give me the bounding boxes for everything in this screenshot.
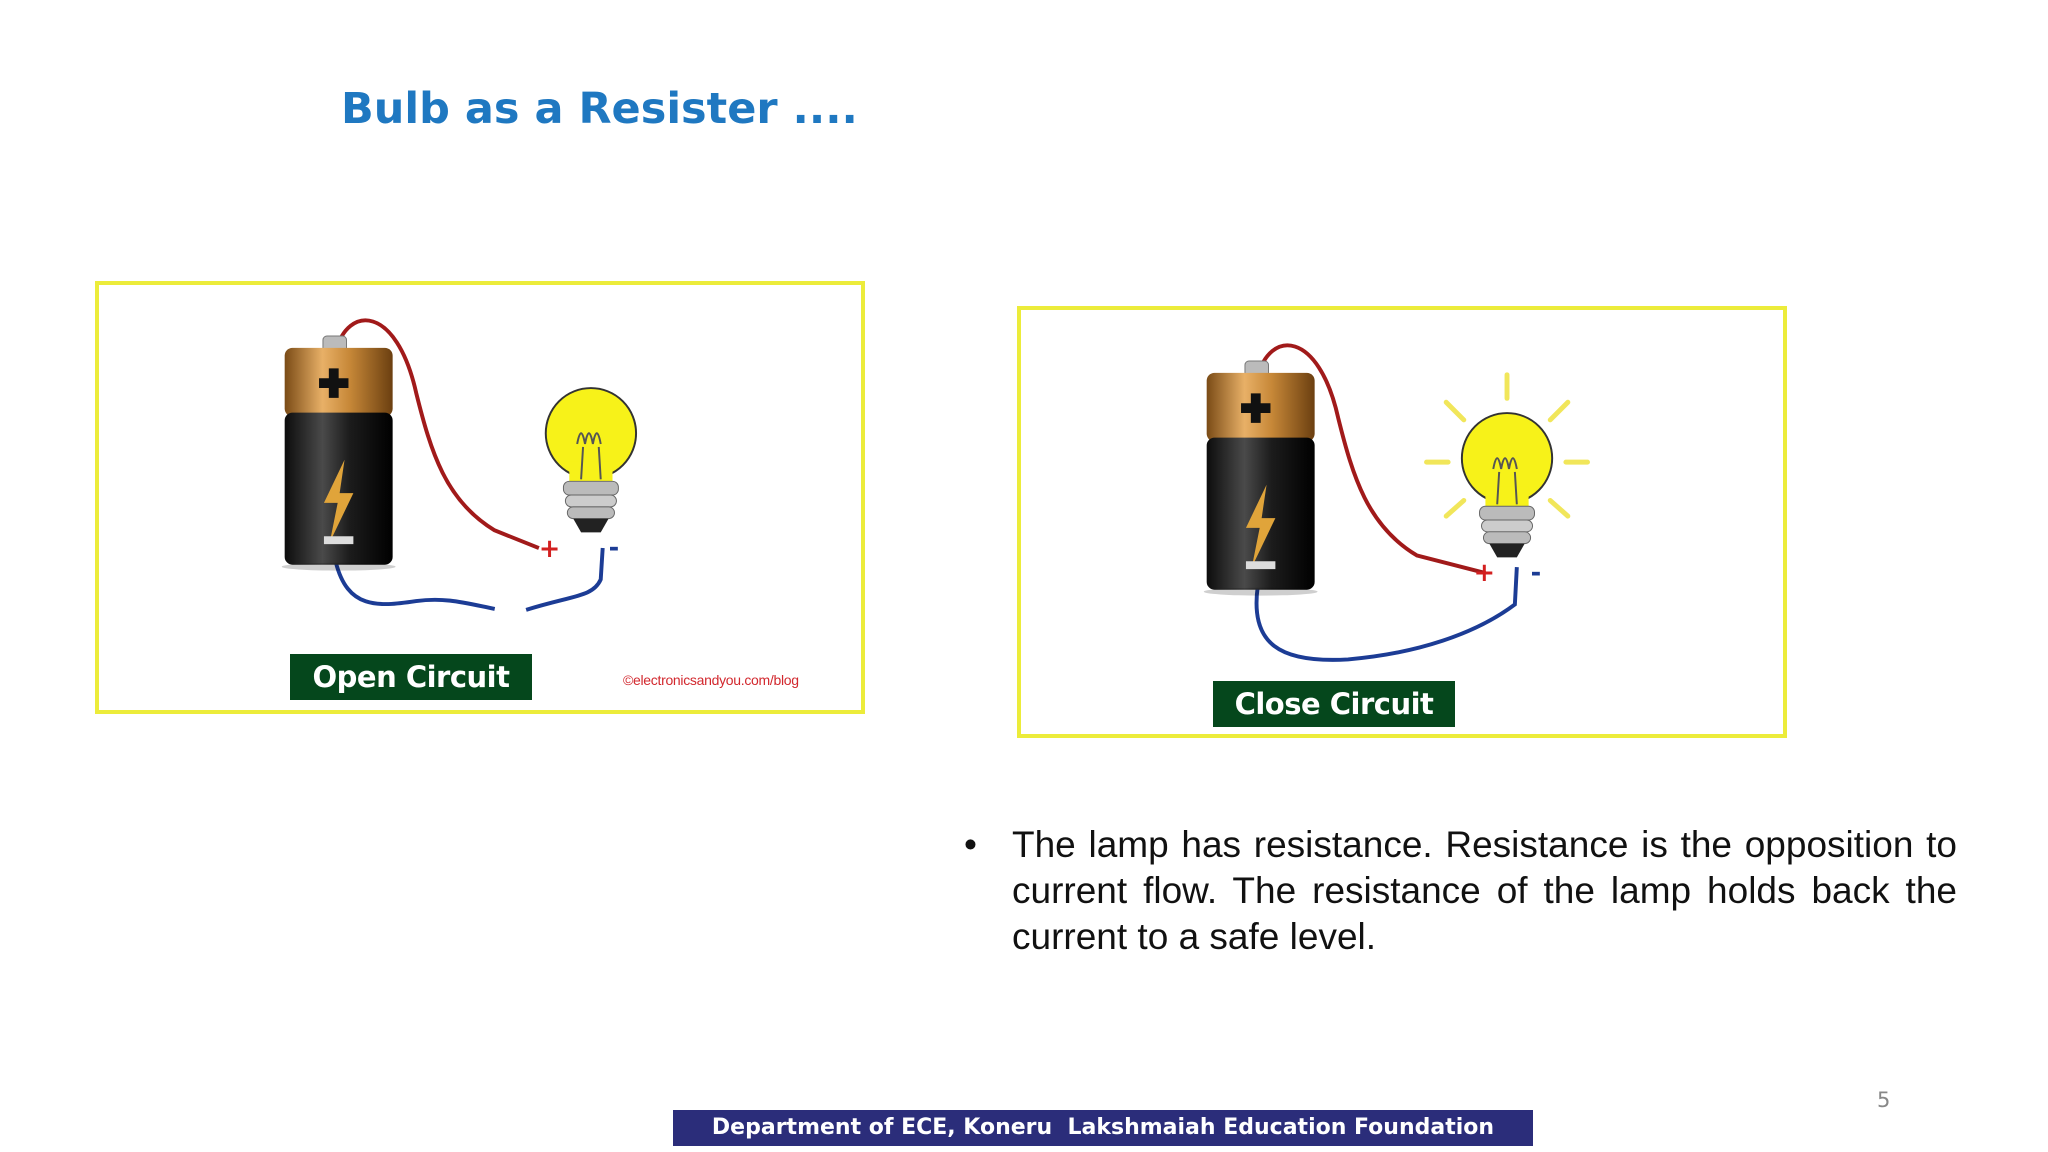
close-circuit-label: Close Circuit [1213, 681, 1455, 727]
bullet-marker: • [964, 824, 977, 865]
light-bulb-icon [1460, 412, 1554, 558]
lightning-bolt-icon [1245, 484, 1276, 568]
light-bulb-icon [544, 387, 638, 533]
page-number: 5 [1877, 1088, 1891, 1112]
light-rays-icon [1424, 372, 1590, 519]
negative-wire-left [333, 561, 496, 611]
lightning-bolt-icon [323, 459, 354, 543]
close-circuit-diagram: + - Close Circuit [1017, 306, 1787, 738]
open-circuit-diagram: + - Open Circuit ©electronicsandyou.com/… [95, 281, 865, 714]
footer-bar: Department of ECE, Koneru Lakshmaiah Edu… [673, 1110, 1533, 1146]
plus-sign: + [539, 534, 560, 564]
close-circuit-illustration: + - [1203, 343, 1590, 662]
positive-wire [333, 318, 540, 550]
minus-sign: - [609, 533, 620, 563]
battery-icon [281, 335, 396, 571]
plus-sign: + [1474, 558, 1495, 588]
open-circuit-label: Open Circuit [290, 654, 532, 700]
negative-wire [1254, 567, 1519, 662]
battery-icon [1203, 360, 1318, 596]
minus-sign: - [1531, 558, 1542, 588]
open-circuit-illustration: + - [281, 318, 638, 612]
slide-title: Bulb as a Resister .... [341, 84, 858, 134]
positive-wire [1255, 343, 1486, 575]
bullet-text: The lamp has resistance. Resistance is t… [1012, 824, 1957, 957]
image-credit: ©electronicsandyou.com/blog [623, 672, 799, 688]
negative-wire-right [525, 547, 605, 612]
